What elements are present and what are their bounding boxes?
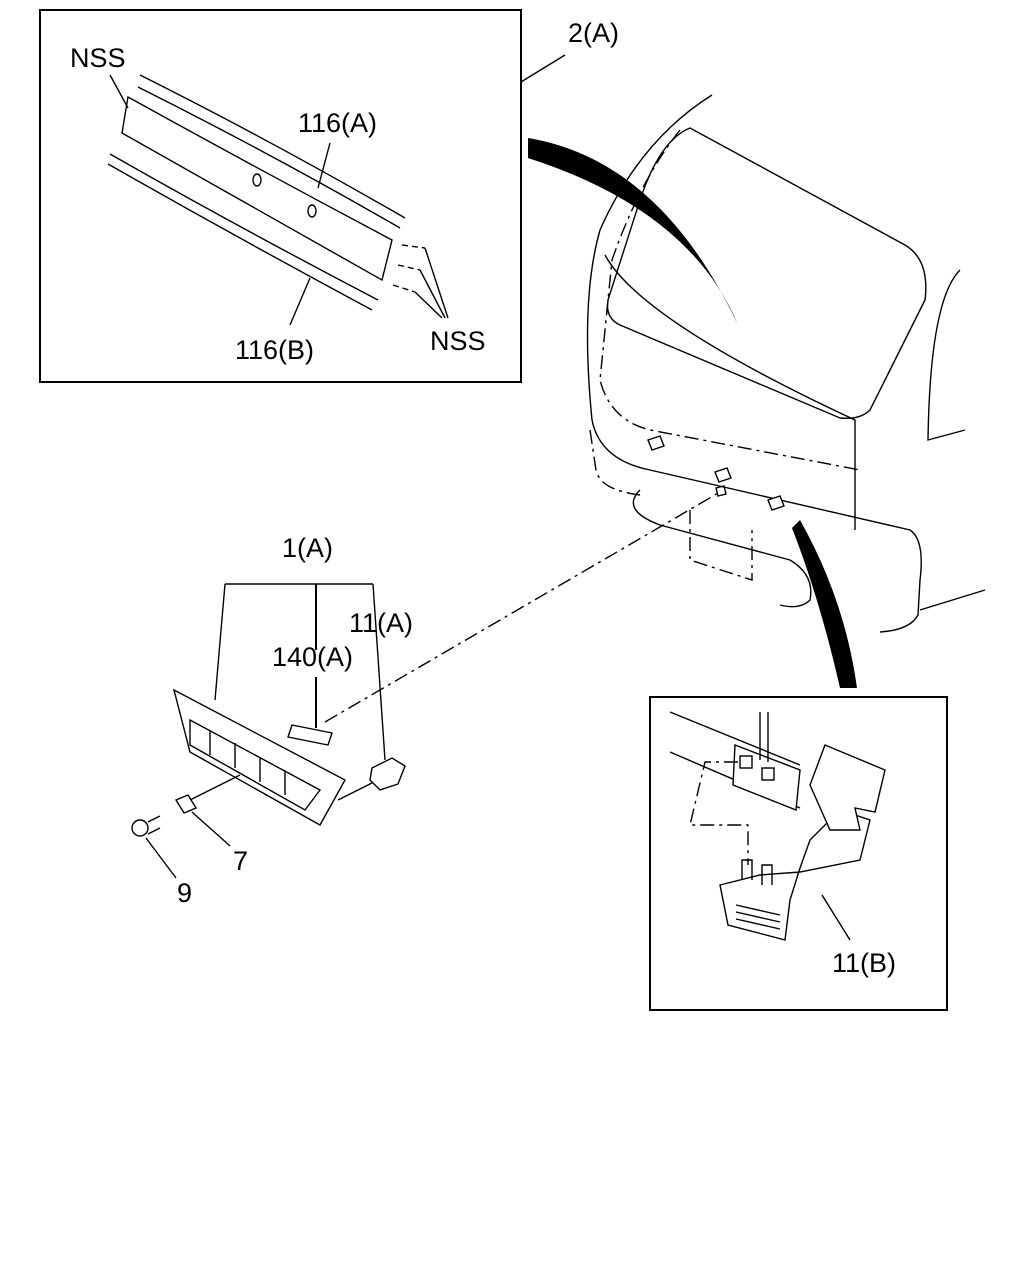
plate-area [689, 510, 753, 581]
panel-body [121, 95, 393, 282]
leader-nss-top [109, 74, 129, 109]
side-window [927, 269, 966, 441]
clip-11a [369, 757, 406, 791]
label-9: 9 [177, 878, 192, 908]
leader-nss-right [414, 247, 449, 319]
label-11b: 11(B) [832, 948, 896, 978]
clip-2 [714, 467, 732, 483]
bracket-1a-right [372, 583, 386, 761]
center-line [759, 712, 769, 762]
clip-3 [767, 495, 785, 511]
hole-1 [252, 173, 262, 187]
leader-11b [821, 894, 851, 941]
assembly-line [324, 491, 721, 723]
pointer-arrow-top [528, 138, 738, 325]
nss-piece-2 [397, 264, 421, 271]
clip-11b-body [719, 809, 871, 941]
label-11a: 11(A) [349, 608, 413, 638]
clip-2-hole [715, 485, 727, 497]
grille-assembly: 1(A) 11(A) 140(A) 7 9 [131, 533, 413, 908]
leader-nut-grille [189, 774, 241, 801]
inset-frame-top [39, 9, 522, 383]
leader-clip [337, 782, 373, 801]
clip-11b-head [809, 744, 886, 831]
label-116b: 116(B) [235, 335, 314, 365]
label-116a: 116(A) [298, 108, 377, 138]
rear-window [606, 127, 927, 420]
bracket-1a-left [214, 583, 226, 701]
inset-frame-bottom [649, 696, 948, 1011]
screw-9-head [131, 819, 149, 837]
clip-11b-ribs [735, 904, 781, 930]
fit-line [689, 761, 749, 865]
vehicle-rear [586, 94, 986, 633]
leader-9 [145, 837, 177, 879]
window-dash-outline [599, 129, 861, 471]
hole-2 [307, 204, 317, 218]
nss-piece-3 [392, 284, 416, 293]
emblem-140a [287, 724, 333, 746]
label-1a: 1(A) [282, 533, 333, 563]
nss-piece-1 [401, 244, 426, 249]
strip-116a-outer [139, 74, 406, 219]
strip-116a-inner [137, 86, 401, 229]
lower-body-line [919, 589, 986, 611]
strip-116b-outer [109, 153, 379, 301]
strip-116b-inner [107, 163, 373, 311]
screw-9-shank [147, 815, 161, 835]
label-7: 7 [233, 846, 248, 876]
tailgate-line [604, 254, 856, 455]
pointer-arrow-bottom [792, 520, 857, 688]
mount-hole-2 [761, 767, 775, 781]
leader-116a [317, 142, 331, 189]
clip-11b-tabs [741, 859, 773, 885]
leader-2a [520, 54, 566, 83]
clip-1 [647, 435, 665, 451]
grille-slots [189, 718, 322, 811]
leader-116b [289, 277, 311, 326]
label-2a: 2(A) [568, 18, 619, 48]
grille-bars [209, 730, 286, 795]
inset-weatherstrip: NSS 116(A) 116(B) NSS [39, 9, 522, 383]
bumper-dash-left [589, 429, 641, 496]
label-nss-right: NSS [430, 326, 486, 356]
plate-recess [632, 489, 812, 608]
inset-clip-detail: 11(B) [649, 696, 948, 1011]
label-140a: 140(A) [272, 642, 353, 672]
nut-7 [174, 794, 198, 814]
leader-7 [191, 811, 231, 847]
body-outline-left [586, 94, 713, 421]
grille-body [172, 688, 346, 826]
mount-hole-1 [739, 755, 753, 769]
bumper-upper [591, 419, 922, 633]
label-nss-top: NSS [70, 43, 126, 73]
